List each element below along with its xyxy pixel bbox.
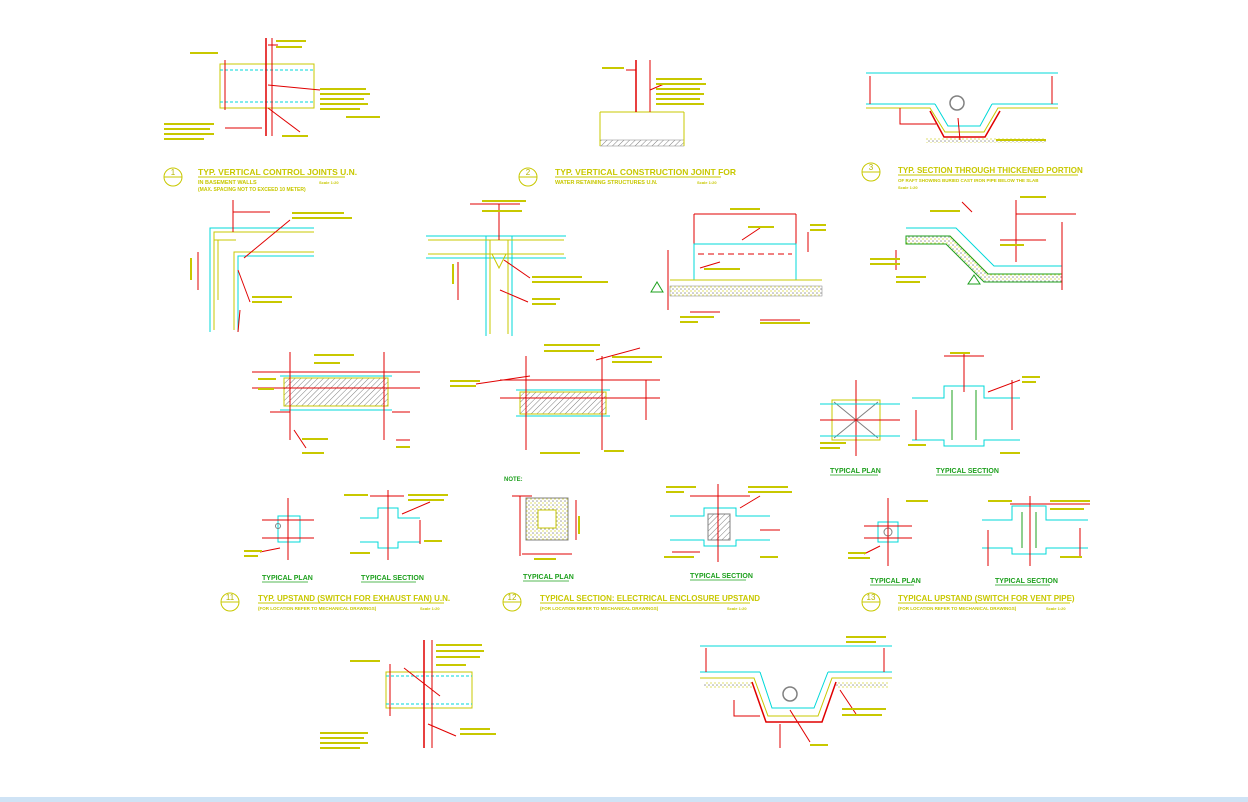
tee-junction-drawing: [426, 200, 608, 336]
detail-13-subheading: (FOR LOCATION REFER TO MECHANICAL DRAWIN…: [898, 606, 1017, 611]
detail-2-heading: TYP. VERTICAL CONSTRUCTION JOINT FOR: [555, 167, 736, 177]
detail-3-title: 3 TYP. SECTION THROUGH THICKENED PORTION…: [861, 162, 1083, 190]
detail-12-scale: Scale 1:20: [727, 606, 747, 611]
detail-1-heading: TYP. VERTICAL CONTROL JOINTS U.N.: [198, 167, 357, 177]
detail-3-scale: Scale 1:20: [898, 185, 918, 190]
detail-1-subheading: IN BASEMENT WALLS: [198, 180, 257, 186]
detail-11-section-drawing: [344, 490, 448, 560]
detail-13-number: 13: [867, 593, 876, 602]
detail-10-section-label: TYPICAL SECTION: [936, 468, 999, 475]
detail-1-title: 1 TYP. VERTICAL CONTROL JOINTS U.N. IN B…: [163, 167, 357, 193]
detail-12-section-label: TYPICAL SECTION: [690, 573, 753, 580]
detail-11-scale: Scale 1:20: [420, 606, 440, 611]
detail-12-plan-drawing: [512, 495, 580, 560]
detail-11-plan-label: TYPICAL PLAN: [262, 575, 313, 582]
stepped-slab-drawing: [870, 196, 1076, 290]
detail-12-plan-label: TYPICAL PLAN: [523, 574, 574, 581]
detail-13-heading: TYPICAL UPSTAND (SWITCH FOR VENT PIPE): [898, 594, 1075, 603]
detail-2-subheading: WATER RETAINING STRUCTURES U.N.: [555, 180, 658, 186]
detail-3-drawing: [866, 72, 1058, 143]
detail-13-section-drawing: [982, 496, 1090, 566]
detail-11-title: 11 TYP. UPSTAND (SWITCH FOR EXHAUST FAN)…: [220, 592, 450, 612]
detail-1-note: (MAX. SPACING NOT TO EXCEED 10 METER): [198, 187, 306, 193]
detail-2-title: 2 TYP. VERTICAL CONSTRUCTION JOINT FOR W…: [518, 167, 736, 187]
detail-11-section-label: TYPICAL SECTION: [361, 575, 424, 582]
upstand-section-drawing: [908, 352, 1040, 454]
detail-2-number: 2: [526, 168, 531, 177]
detail-1-number: 1: [171, 168, 176, 177]
lower-joint-drawing: [320, 640, 496, 749]
detail-3-subheading: OF RAFT SHOWING BURIED CAST IRON PIPE BE…: [898, 178, 1039, 183]
detail-2-drawing: [599, 60, 706, 147]
detail-11-number: 11: [226, 593, 235, 602]
slab-section-a-drawing: [252, 352, 420, 454]
detail-12-heading: TYPICAL SECTION: ELECTRICAL ENCLOSURE UP…: [540, 594, 760, 603]
detail-13-scale: Scale 1:20: [1046, 606, 1066, 611]
detail-13-section-label: TYPICAL SECTION: [995, 578, 1058, 585]
slab-section-b-drawing: [450, 344, 662, 454]
detail-2-scale: Scale 1:20: [697, 180, 717, 185]
window-bottom-edge: [0, 797, 1248, 802]
detail-13-plan-drawing: [848, 498, 928, 566]
detail-3-number: 3: [869, 163, 874, 172]
upstand-plan-drawing: [820, 380, 900, 456]
detail-12-section-drawing: [664, 484, 792, 562]
detail-3-heading: TYP. SECTION THROUGH THICKENED PORTION: [898, 166, 1083, 175]
pipe-trench-drawing: [700, 636, 892, 748]
detail-13-title: 13 TYPICAL UPSTAND (SWITCH FOR VENT PIPE…: [861, 592, 1075, 612]
beam-section-drawing: [650, 208, 826, 324]
detail-1-scale: Scale 1:20: [319, 180, 339, 185]
detail-10-plan-label: TYPICAL PLAN: [830, 468, 881, 475]
detail-1-drawing: [164, 38, 380, 140]
note-label: NOTE:: [504, 477, 523, 483]
detail-12-title: 12 TYPICAL SECTION: ELECTRICAL ENCLOSURE…: [502, 592, 760, 612]
detail-12-number: 12: [508, 593, 517, 602]
detail-13-plan-label: TYPICAL PLAN: [870, 578, 921, 585]
detail-12-subheading: (FOR LOCATION REFER TO MECHANICAL DRAWIN…: [540, 606, 659, 611]
detail-11-plan-drawing: [244, 498, 314, 560]
detail-11-heading: TYP. UPSTAND (SWITCH FOR EXHAUST FAN) U.…: [258, 594, 450, 603]
detail-11-subheading: (FOR LOCATION REFER TO MECHANICAL DRAWIN…: [258, 606, 377, 611]
corner-junction-drawing: [190, 200, 352, 333]
